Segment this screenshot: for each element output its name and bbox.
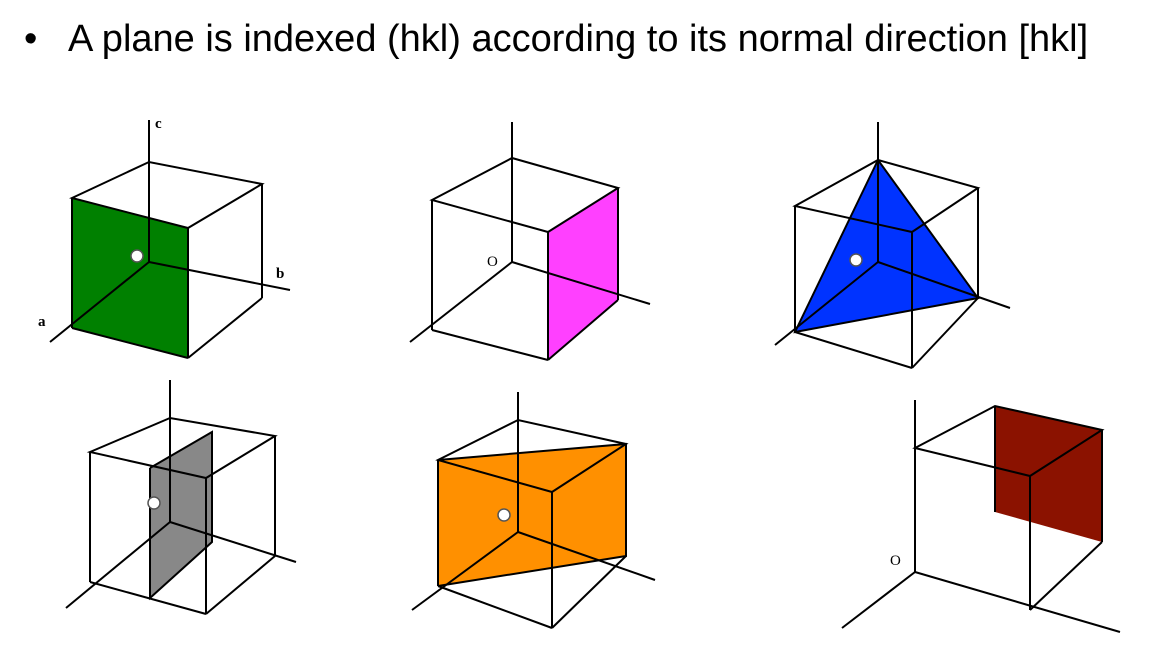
cube-1: c b a [38,116,291,359]
cube-3 [774,122,1011,369]
plane-orange [438,444,626,586]
origin-label: O [890,553,901,569]
plane-dark-red [995,406,1102,542]
axis-label-c: c [155,116,162,132]
cube-4 [65,380,297,615]
slide-title: • A plane is indexed (hkl) according to i… [24,18,1088,61]
title-text: A plane is indexed (hkl) according to it… [68,18,1089,60]
cube-5 [411,392,656,629]
plane-blue [795,160,978,332]
axis-label-b: b [276,266,284,282]
origin-marker [849,253,863,267]
plane-magenta [548,188,618,360]
plane-gray [150,432,212,598]
origin-marker [147,496,161,510]
origin-marker [130,249,144,263]
cube-2: O [409,122,651,361]
origin-label: O [487,254,498,270]
origin-marker [497,508,511,522]
axis-label-a: a [38,314,46,330]
cube-6: O [841,400,1121,633]
bullet-icon: • [24,18,38,60]
